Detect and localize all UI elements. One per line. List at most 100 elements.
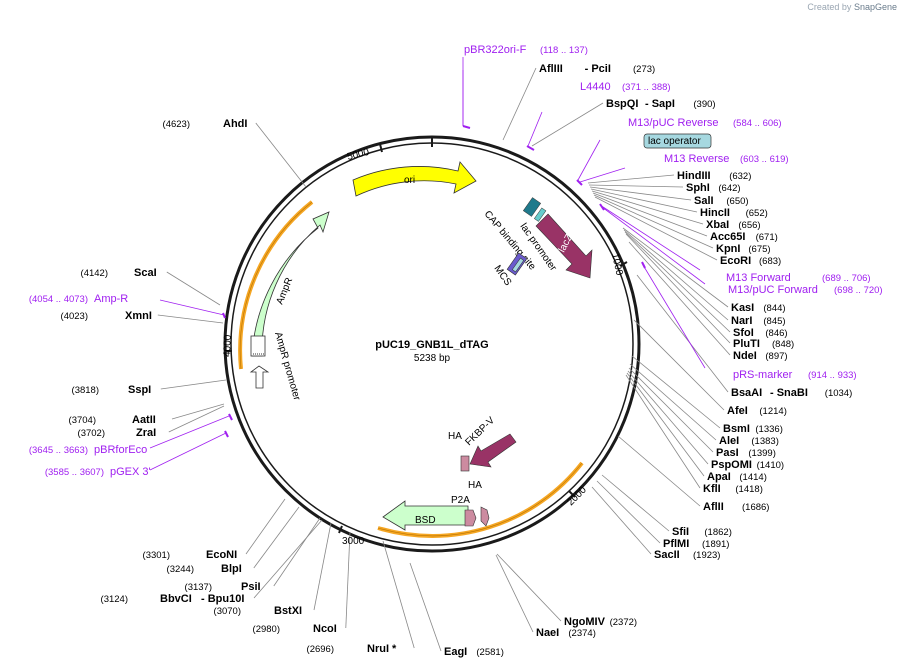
leader-ncoi <box>345 531 351 629</box>
pos-scai: (4142) <box>81 268 108 279</box>
primer-pbr322ori-f: pBR322ori-F <box>464 44 527 56</box>
leader-aatii <box>171 403 225 420</box>
feature-bsd[interactable]: BSD <box>377 461 584 538</box>
site-leader-lines <box>149 57 731 652</box>
primer-leader-m13-reverse <box>579 167 626 183</box>
primer-m13-puc-reverse: M13/pUC Reverse <box>628 117 718 129</box>
leader-psii <box>273 517 321 587</box>
pos-afei: (1214) <box>759 406 786 417</box>
tick-1000: 1000 <box>609 252 624 276</box>
feature-ori[interactable]: ori <box>352 161 477 197</box>
tick-5000: 5000 <box>346 147 371 163</box>
primer-leader-prs-marker <box>642 264 706 369</box>
pos-nari: (845) <box>763 316 785 327</box>
leader-bsaai <box>636 274 729 393</box>
feature-fkbp-v[interactable]: FKBP-V <box>463 415 517 468</box>
feature-ha-2[interactable]: HA <box>468 480 490 527</box>
leader-kasi <box>622 227 729 308</box>
pos-bbvci: (3124) <box>101 594 128 605</box>
primer-pos-amp-r: (4054 .. 4073) <box>29 294 88 305</box>
primer-pos-l4440: (371 .. 388) <box>622 82 671 93</box>
leader-pflmi <box>596 480 661 544</box>
site-sapi: - SapI <box>645 98 675 110</box>
primer-leader-pbrforeco <box>149 415 230 449</box>
leader-aflii <box>617 435 701 507</box>
site-ngomiv: NgoMIV <box>564 616 606 628</box>
site-aflii: AflII <box>703 501 724 513</box>
feature-ampr-promoter[interactable]: AmpR promoter <box>249 331 302 403</box>
site-bsaai: BsaAI <box>731 387 762 399</box>
leader-kfli <box>625 374 701 489</box>
plasmid-title: pUC19_GNB1L_dTAG <box>375 339 488 351</box>
feature-lac-operator[interactable]: lac operator <box>643 133 712 149</box>
site-pspomi: PspOMI <box>711 459 752 471</box>
pos-afliii: (273) <box>633 64 655 75</box>
site-kasi: KasI <box>731 302 754 314</box>
feature-lacza[interactable]: lacZα <box>535 213 593 279</box>
site-xmni: XmnI <box>125 310 152 322</box>
pos-apai: (1414) <box>739 472 766 483</box>
site-naei: NaeI <box>536 627 559 639</box>
leader-bspqi <box>531 102 604 147</box>
primer-pos-m13-puc-reverse: (584 .. 606) <box>733 118 782 129</box>
pos-sspi: (3818) <box>72 385 99 396</box>
leader-xbai <box>591 190 704 225</box>
pos-pluti: (848) <box>772 339 794 350</box>
site-xbai: XbaI <box>706 219 729 231</box>
site-ncoi: NcoI <box>313 623 337 635</box>
major-ticks <box>224 137 628 534</box>
site-sacii: SacII <box>654 549 680 561</box>
site-bspqi: BspQI <box>606 98 638 110</box>
pos-pflmi: (1891) <box>702 539 729 550</box>
bsd-label: BSD <box>415 515 436 526</box>
site-pluti: PluTI <box>733 338 760 350</box>
site-sfoi: SfoI <box>733 327 754 339</box>
p2a-label: P2A <box>451 495 470 506</box>
primer-leader-m13-puc-forward <box>601 206 706 285</box>
leader-nari <box>623 229 729 321</box>
leader-eagi <box>409 562 442 652</box>
primer-pos-m13-forward: (689 .. 706) <box>822 273 871 284</box>
leader-bstxi <box>313 522 332 611</box>
leader-ndei <box>628 241 731 356</box>
site-bbvci: BbvCI <box>160 593 192 605</box>
pos-hindiii: (632) <box>729 171 751 182</box>
feature-ha-1[interactable]: HA <box>448 431 470 472</box>
pos-zrai: (3702) <box>78 428 105 439</box>
primer-marks <box>222 125 646 438</box>
pos-acc65i: (671) <box>756 232 778 243</box>
leader-xmni <box>157 314 224 324</box>
primer-pgex-3: pGEX 3' <box>110 466 151 478</box>
site-ndei: NdeI <box>733 350 757 362</box>
leader-sphi <box>588 184 684 188</box>
leader-afliii <box>502 67 537 141</box>
pos-xbai: (656) <box>738 220 760 231</box>
site-ahdi: AhdI <box>223 118 247 130</box>
site-acc65i: Acc65I <box>710 231 745 243</box>
primer-leader-pgex-3 <box>149 432 227 471</box>
leader-ngomiv <box>496 553 562 622</box>
feature-p2a[interactable]: P2A <box>451 495 477 527</box>
site-scai: ScaI <box>134 267 157 279</box>
site-labels: AflIII- PciI(273)BspQI- SapI(390)HindIII… <box>29 44 883 658</box>
leader-naei <box>495 554 534 633</box>
feature-mcs[interactable]: MCS <box>492 252 528 288</box>
primer-leader-m13-forward <box>599 204 701 271</box>
ori-label: ori <box>404 175 415 186</box>
site-alei: AleI <box>719 435 739 447</box>
pos-sphi: (642) <box>718 183 740 194</box>
fkbp-label: FKBP-V <box>463 415 497 448</box>
site-blpi: BlpI <box>221 563 242 575</box>
leader-ahdi <box>255 122 307 188</box>
site-psii: PsiI <box>241 581 261 593</box>
tick-4000: 4000 <box>222 334 234 357</box>
leader-alei <box>629 363 717 441</box>
site-snabi: - SnaBI <box>770 387 808 399</box>
pos-kasi: (844) <box>763 303 785 314</box>
pos-pspomi: (1410) <box>757 460 784 471</box>
site-zrai: ZraI <box>136 427 156 439</box>
site-bstxi: BstXI <box>274 605 302 617</box>
leader-hindiii <box>587 174 675 184</box>
primer-leader-m13-puc-reverse <box>577 139 601 181</box>
tick-3000: 3000 <box>342 536 365 547</box>
